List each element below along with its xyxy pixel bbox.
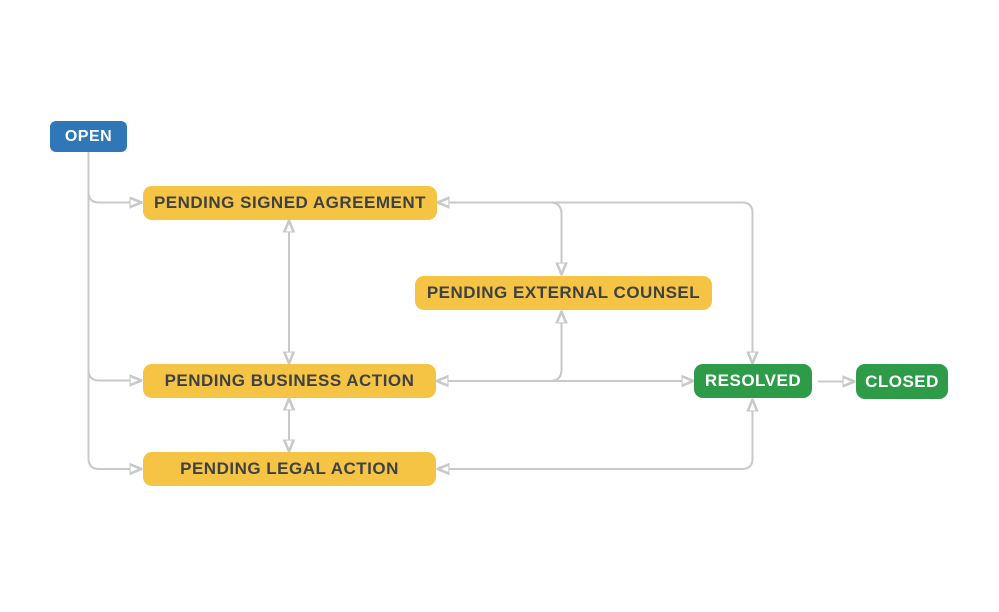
edge-pla-resolved-two-way [449,411,753,469]
node-pending-legal-action-label: PENDING LEGAL ACTION [180,459,399,478]
node-closed[interactable]: CLOSED [856,364,948,399]
node-pending-business-action-label: PENDING BUSINESS ACTION [164,371,415,390]
node-resolved-label: RESOLVED [704,371,802,390]
node-pending-business-action[interactable]: PENDING BUSINESS ACTION [143,364,436,398]
edge-open-to-pending-business-action [87,369,131,381]
node-pending-legal-action[interactable]: PENDING LEGAL ACTION [143,452,436,486]
edge-branch-to-pec-top [549,201,562,264]
node-pending-signed-agreement-label: PENDING SIGNED AGREEMENT [153,193,427,212]
node-open-label: OPEN [64,127,113,145]
edge-branch-to-pec-bottom [549,323,562,382]
node-closed-label: CLOSED [865,371,939,391]
node-open[interactable]: OPEN [50,121,127,152]
edge-psa-resolved-two-way [449,203,753,353]
node-pending-signed-agreement[interactable]: PENDING SIGNED AGREEMENT [143,186,437,220]
node-resolved[interactable]: RESOLVED [694,364,812,398]
edge-open-to-pending-signed-agreement [87,191,131,203]
node-pending-external-counsel[interactable]: PENDING EXTERNAL COUNSEL [415,276,712,310]
node-pending-external-counsel-label: PENDING EXTERNAL COUNSEL [426,283,701,302]
edge-open-to-pending-legal-action [87,152,131,469]
